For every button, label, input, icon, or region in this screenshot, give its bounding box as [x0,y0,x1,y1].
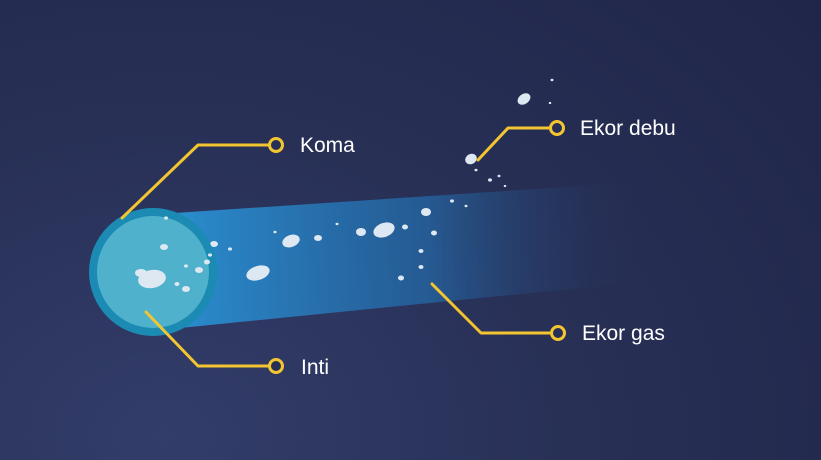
callout-ekor-gas [430,282,566,341]
callout-ekor-debu [476,120,565,162]
label-inti: Inti [301,356,330,379]
label-ekor-gas: Ekor gas [582,322,665,345]
nucleus [135,216,212,292]
tail-ice-fragments [210,199,468,281]
gas-tail [160,182,640,330]
label-ekor-debu: Ekor debu [580,117,676,140]
callout-koma [120,137,284,220]
label-koma: Koma [300,134,355,157]
callout-inti [144,310,284,374]
dust-tail [465,78,554,188]
